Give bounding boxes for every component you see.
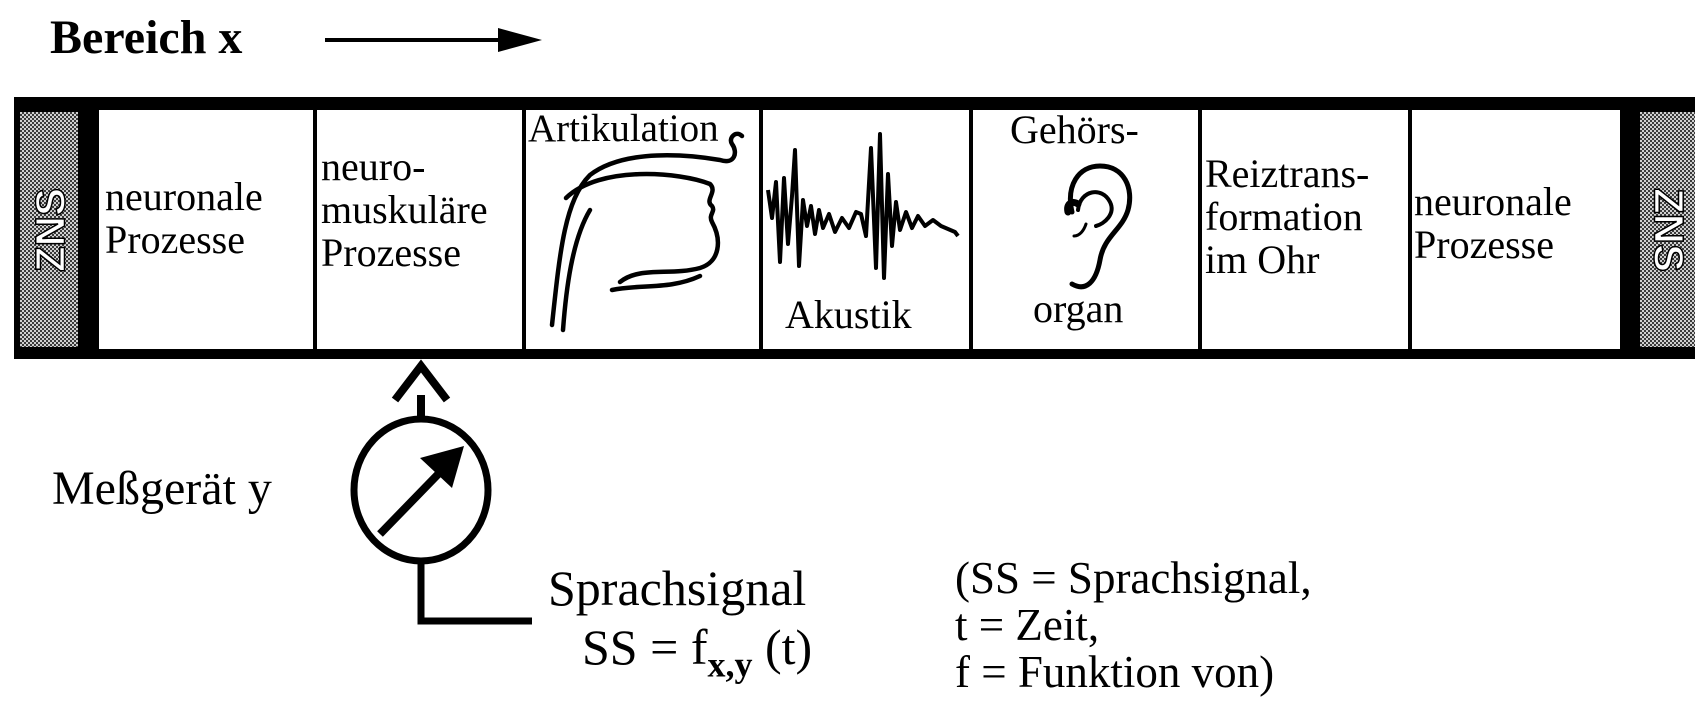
region-label: Bereich x [50, 11, 243, 64]
direction-arrow-icon [325, 28, 542, 52]
cell-neuronal-left-text: neuronale Prozesse [105, 175, 263, 261]
waveform-icon [766, 132, 960, 280]
zns-label-left: ZNS [27, 188, 74, 272]
cell-stimulus-line-1: Reiztrans- [1205, 151, 1370, 196]
cell-neuronal-right [1412, 110, 1620, 349]
signal-formula-suffix: (t) [752, 619, 813, 675]
signal-lead-line [417, 563, 532, 625]
signal-formula-prefix: SS = f [582, 619, 708, 675]
signal-formula-subscript: x,y [707, 644, 753, 685]
process-chain [14, 97, 1695, 359]
legend: (SS = Sprachsignal, t = Zeit, f = Funkti… [955, 555, 1312, 696]
cell-hearing-bottom: organ [1033, 286, 1124, 331]
zns-right-stipple [1640, 112, 1695, 347]
signal-formula: SS = fx,y (t) [582, 622, 812, 683]
cell-hearing-top: Gehörs- [1010, 107, 1139, 152]
cell-neuronal-right-text: neuronale Prozesse [1414, 180, 1572, 266]
cell-neuromuscular-line-1: neuro- [321, 144, 426, 189]
cell-stimulus-transformation [1202, 110, 1408, 349]
cell-stimulus-line-3: im Ohr [1205, 237, 1320, 282]
cell-neuronal-right-line-2: Prozesse [1414, 222, 1554, 267]
cell-neuronal-right-line-1: neuronale [1414, 179, 1572, 224]
vocal-tract-icon [549, 131, 745, 333]
legend-line-2: t = Zeit, [955, 600, 1100, 650]
cell-stimulus-text: Reiztrans- formation im Ohr [1205, 152, 1369, 281]
cell-articulation-label: Artikulation [528, 107, 719, 150]
signal-title: Sprachsignal [548, 560, 807, 616]
cell-neuromuscular-line-3: Prozesse [321, 230, 461, 275]
cell-neuromuscular-line-2: muskuläre [321, 187, 488, 232]
cell-neuronal-left [99, 110, 313, 349]
cell-neuronal-left-line-1: neuronale [105, 174, 263, 219]
meter-label: Meßgerät y [52, 462, 272, 515]
cell-neuromuscular-text: neuro- muskuläre Prozesse [321, 145, 488, 274]
measurement-arrow-icon [391, 359, 451, 422]
zns-label-right: ZNS [1646, 188, 1693, 272]
cell-hearing-organ [973, 110, 1198, 349]
cell-neuronal-left-line-2: Prozesse [105, 217, 245, 262]
cell-neuromuscular [317, 110, 522, 349]
legend-line-3: f = Funktion von) [955, 647, 1275, 697]
legend-line-1: (SS = Sprachsignal, [955, 553, 1312, 603]
cell-stimulus-line-2: formation [1205, 194, 1363, 239]
zns-left-stipple [20, 112, 78, 347]
cell-acoustics-label: Akustik [785, 292, 912, 337]
ear-icon [1064, 163, 1133, 290]
meter-gauge-icon [350, 415, 492, 565]
